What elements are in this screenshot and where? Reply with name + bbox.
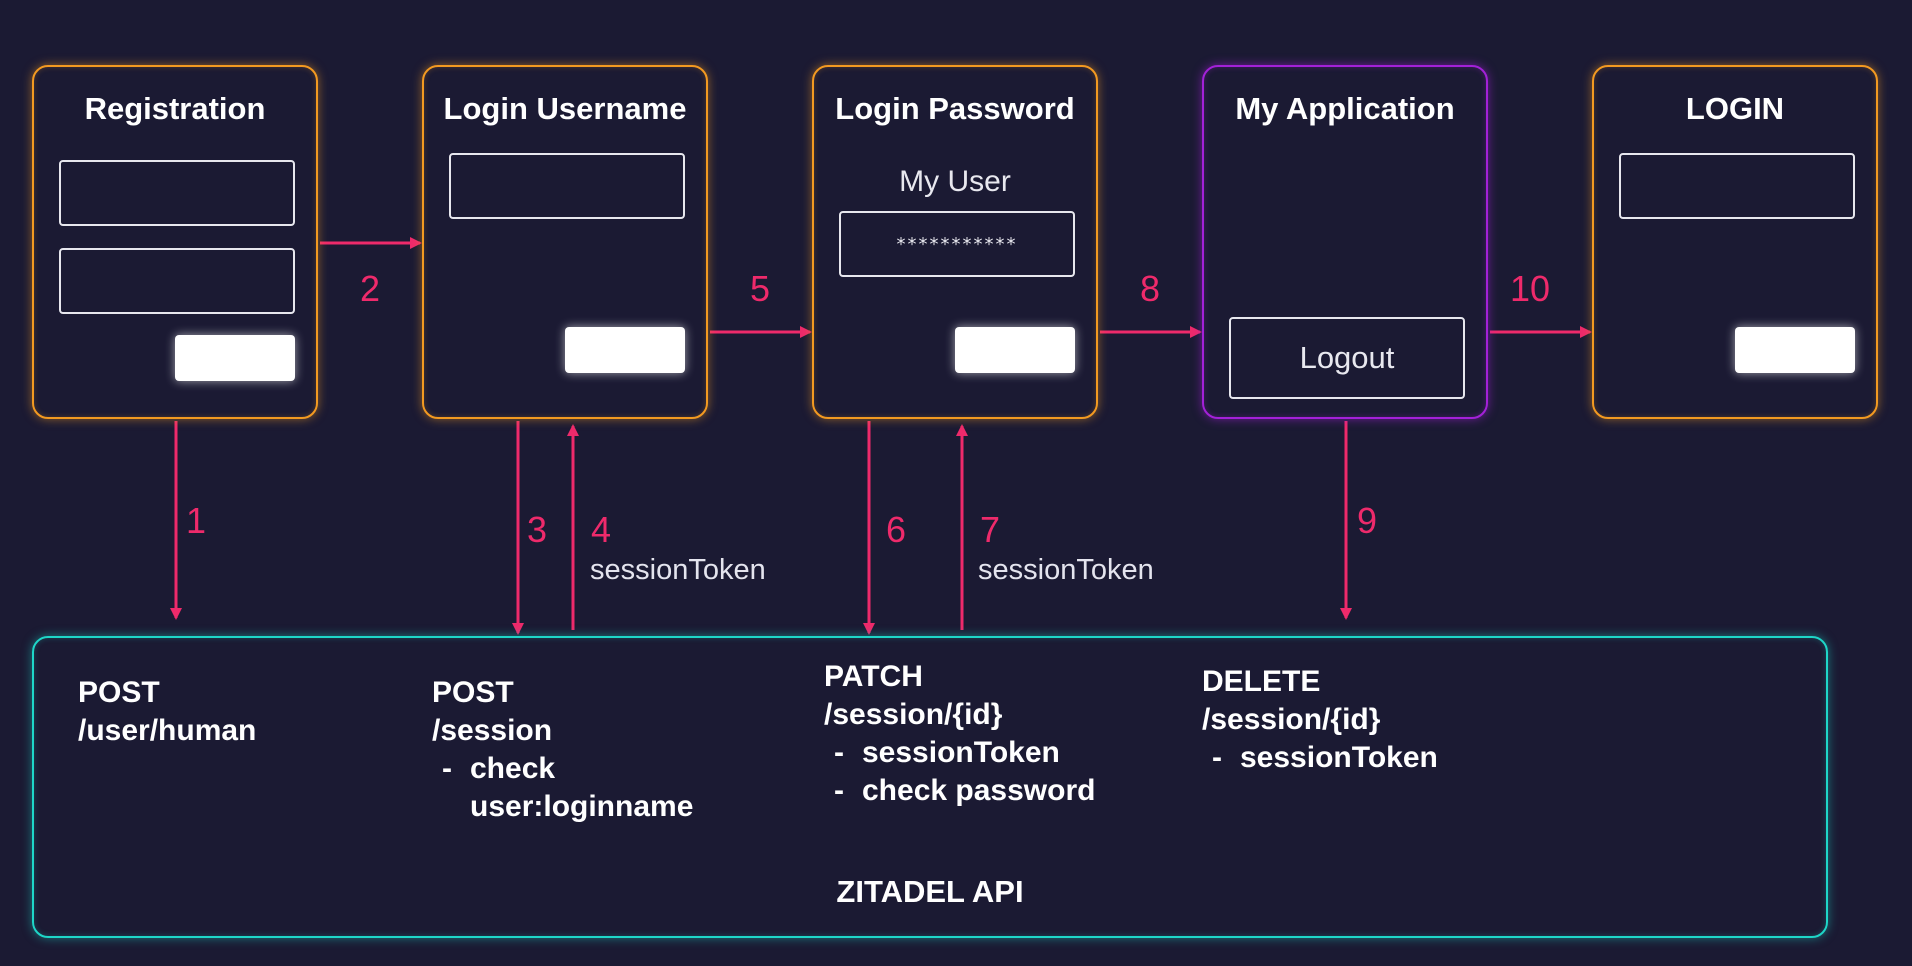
endpoint-item-text: sessionToken [1240,741,1438,774]
endpoint-method: POST [78,676,160,709]
endpoint-update-session: PATCH /session/{id} - sessionToken - che… [824,658,1095,810]
step-3-label: 3 [527,509,548,550]
logout-button[interactable]: Logout [1229,317,1465,399]
login-password-screen: Login Password My User *********** [812,65,1098,419]
login-title: LOGIN [1685,91,1785,126]
current-user-label: My User [899,165,1011,198]
registration-submit-button[interactable] [175,335,295,381]
step-4-session-token-label: sessionToken [590,554,766,586]
login-field[interactable] [1619,153,1855,219]
endpoint-path: /session [432,714,553,747]
logout-label: Logout [1299,340,1395,375]
endpoint-item: - sessionToken [824,734,1095,772]
login-screen: LOGIN [1592,65,1878,419]
login-password-submit-button[interactable] [955,327,1075,373]
step-8-label: 8 [1140,268,1161,309]
step-4-label: 4 [591,509,612,550]
endpoint-method: POST [432,676,514,709]
endpoint-item: - check password [824,772,1095,810]
registration-field-2[interactable] [59,248,295,314]
login-submit-button[interactable] [1735,327,1855,373]
registration-title: Registration [84,91,266,126]
login-username-title: Login Username [443,91,687,126]
username-field[interactable] [449,153,685,219]
step-1-label: 1 [186,500,207,541]
endpoint-create-session: POST /session - check user:loginname [432,674,700,826]
step-10-label: 10 [1510,268,1551,309]
endpoint-path: /user/human [78,714,257,747]
endpoint-item-text: check password [862,774,1096,807]
endpoint-item: - check user:loginname [432,750,700,826]
step-5-label: 5 [750,268,771,309]
login-username-next-button[interactable] [565,327,685,373]
my-application-screen: My Application Logout [1202,65,1488,419]
endpoint-path: /session/{id} [824,698,1003,731]
endpoint-method: PATCH [824,660,923,693]
login-password-title: Login Password [835,91,1075,126]
registration-field-1[interactable] [59,160,295,226]
endpoint-item-text: sessionToken [862,736,1060,769]
endpoint-delete-session: DELETE /session/{id} - sessionToken [1202,663,1438,777]
endpoint-create-user: POST /user/human [78,674,256,750]
password-field[interactable]: *********** [839,211,1075,277]
step-9-label: 9 [1357,500,1378,541]
step-7-label: 7 [980,509,1001,550]
login-username-screen: Login Username [422,65,708,419]
step-2-label: 2 [360,268,381,309]
zitadel-api-panel: POST /user/human POST /session - check u… [32,636,1828,938]
registration-screen: Registration [32,65,318,419]
endpoint-method: DELETE [1202,665,1321,698]
api-title: ZITADEL API [836,874,1024,909]
endpoint-item-text: check user:loginname [470,752,694,823]
step-7-session-token-label: sessionToken [978,554,1154,586]
my-application-title: My Application [1235,91,1455,126]
password-mask: *********** [896,233,1018,255]
endpoint-path: /session/{id} [1202,703,1381,736]
endpoint-item: - sessionToken [1202,739,1438,777]
step-6-label: 6 [886,509,907,550]
